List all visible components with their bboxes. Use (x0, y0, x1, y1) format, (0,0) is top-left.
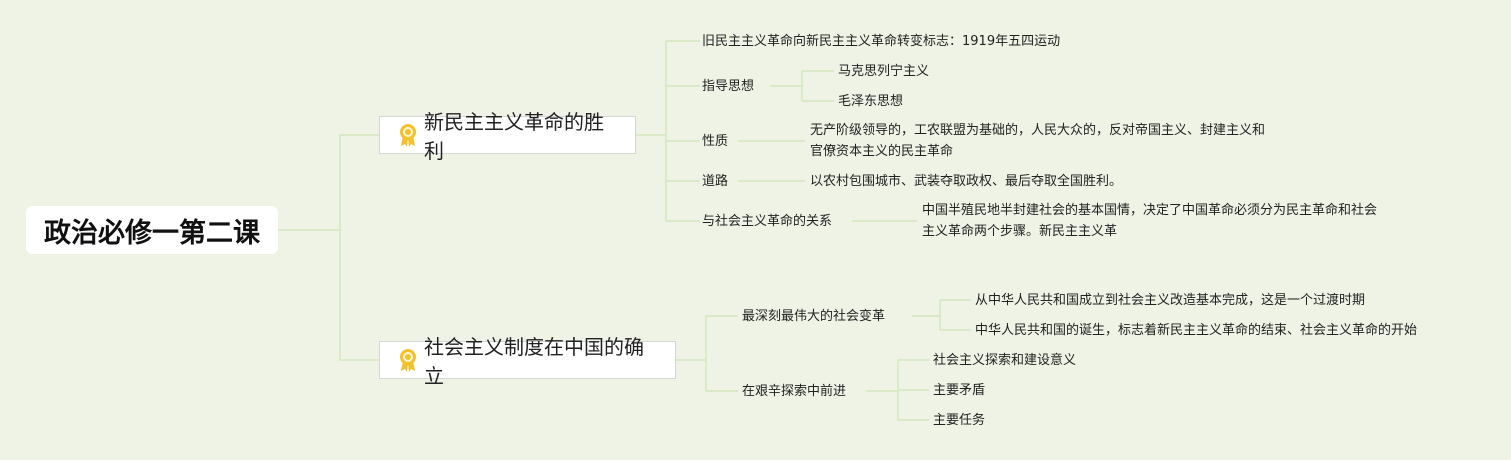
topic-transition-marker[interactable]: 旧民主主义革命向新民主主义革命转变标志：1919年五四运动 (702, 34, 1061, 49)
subtopic-main-task[interactable]: 主要任务 (933, 413, 986, 428)
award-ribbon-icon (398, 123, 418, 147)
branch-new-democratic-revolution[interactable]: 新民主主义革命的胜利 (379, 110, 636, 163)
topic-path[interactable]: 道路 (702, 174, 729, 189)
branch-socialist-system-established[interactable]: 社会主义制度在中国的确立 (379, 335, 676, 388)
award-ribbon-icon (398, 348, 418, 372)
subtopic-marxism-leninism[interactable]: 马克思列宁主义 (838, 64, 930, 79)
connector-line (339, 230, 379, 361)
subtopic-main-contradiction[interactable]: 主要矛盾 (933, 383, 986, 398)
detail-line: 官僚资本主义的民主革命 (810, 144, 954, 159)
branch-label: 社会主义制度在中国的确立 (424, 335, 644, 388)
detail-line: 主义革命两个步骤。新民主主义革 (922, 224, 1118, 239)
root-topic[interactable]: 政治必修一第二课 (26, 206, 278, 254)
connector-line (278, 134, 379, 231)
topic-relation-socialist-revolution[interactable]: 与社会主义革命的关系 (702, 214, 833, 229)
subtopic-prc-founding[interactable]: 中华人民共和国的诞生，标志着新民主主义革命的结束、社会主义革命的开始 (975, 323, 1418, 338)
branch-label: 新民主主义革命的胜利 (424, 110, 604, 163)
detail-relation[interactable]: 中国半殖民地半封建社会的基本国情，决定了中国革命必须分为民主革命和社会 主义革命… (922, 200, 1377, 242)
detail-line: 中国半殖民地半封建社会的基本国情，决定了中国革命必须分为民主革命和社会 (922, 203, 1378, 218)
detail-path[interactable]: 以农村包围城市、武装夺取政权、最后夺取全国胜利。 (810, 174, 1123, 189)
topic-greatest-social-change[interactable]: 最深刻最伟大的社会变革 (742, 309, 886, 324)
subtopic-transition-period[interactable]: 从中华人民共和国成立到社会主义改造基本完成，这是一个过渡时期 (975, 293, 1366, 308)
topic-nature[interactable]: 性质 (702, 134, 729, 149)
topic-guiding-thought[interactable]: 指导思想 (702, 79, 755, 94)
topic-advance-in-exploration[interactable]: 在艰辛探索中前进 (742, 384, 847, 399)
subtopic-exploration-significance[interactable]: 社会主义探索和建设意义 (933, 353, 1077, 368)
detail-nature[interactable]: 无产阶级领导的，工农联盟为基础的，人民大众的，反对帝国主义、封建主义和 官僚资本… (810, 120, 1265, 162)
detail-line: 无产阶级领导的，工农联盟为基础的，人民大众的，反对帝国主义、封建主义和 (810, 123, 1266, 138)
subtopic-mao-zedong-thought[interactable]: 毛泽东思想 (838, 94, 904, 109)
